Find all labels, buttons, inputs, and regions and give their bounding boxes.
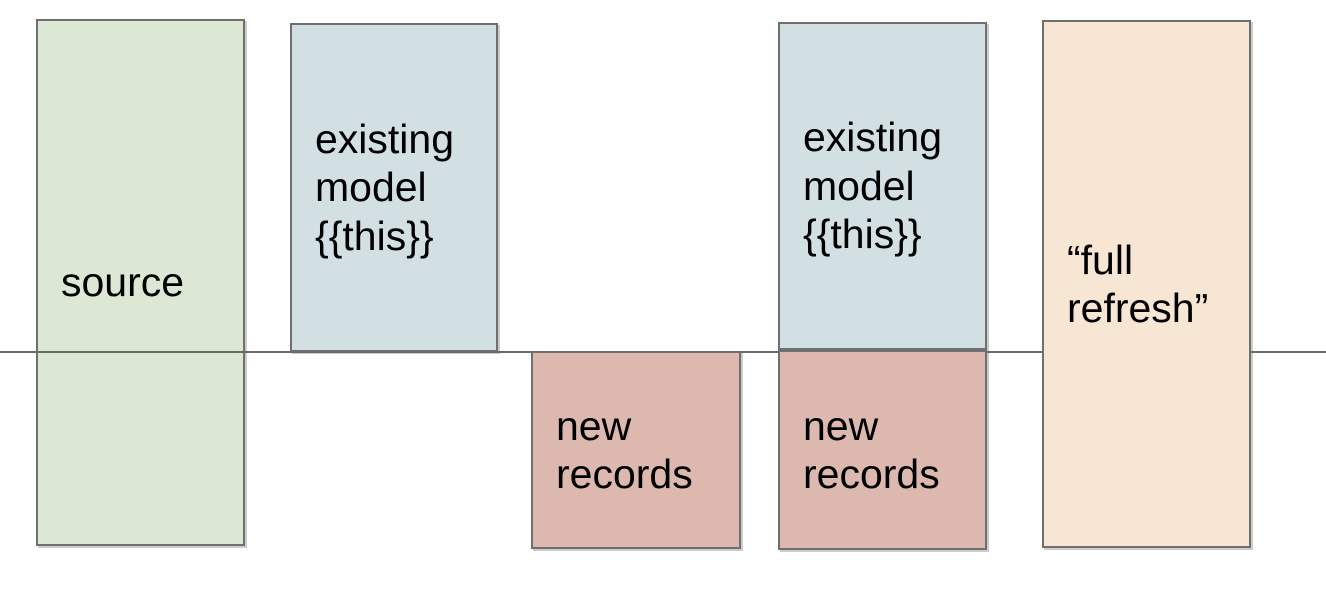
source-box-label: source (61, 259, 185, 306)
new-records-box-2-label: new records (803, 402, 940, 497)
full-refresh-box-label: “full refresh” (1067, 236, 1209, 331)
new-records-box-2: new records (778, 350, 987, 550)
source-box: source (36, 19, 245, 546)
new-records-box-1: new records (531, 351, 741, 549)
existing-model-box-2-label: existing model {{this}} (803, 114, 943, 258)
full-refresh-box: “full refresh” (1042, 20, 1251, 548)
existing-model-box-2: existing model {{this}} (778, 22, 987, 350)
existing-model-box-1-label: existing model {{this}} (315, 115, 455, 259)
new-records-box-1-label: new records (556, 402, 693, 497)
existing-model-box-1: existing model {{this}} (290, 23, 498, 352)
